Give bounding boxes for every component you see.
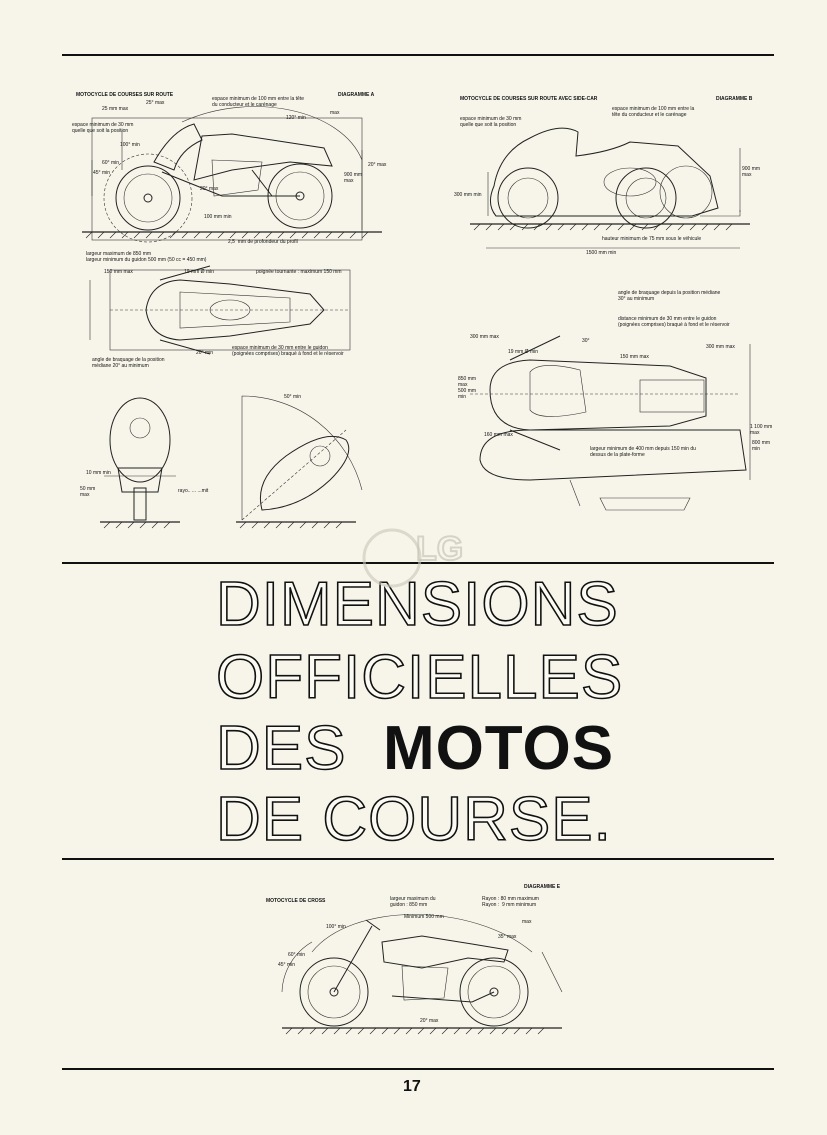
title-line-2: OFFICIELLES (215, 643, 624, 712)
middle-rule-1 (62, 562, 774, 564)
diagram-e-id: DIAGRAMME E (524, 884, 561, 890)
label: 20° max (420, 1018, 439, 1024)
label: espace minimum de 30 mm quelle que soit … (72, 122, 134, 134)
diagram-b-id: DIAGRAMME B (716, 96, 753, 102)
label: 50° min (284, 394, 302, 400)
label: espace minimum de 30 mm entre le guidon … (232, 345, 344, 357)
label: max (522, 919, 532, 925)
label: 800 mm min (752, 440, 771, 452)
page-number: 17 (403, 1078, 421, 1095)
diagram-a-front-view (100, 392, 180, 537)
middle-rule-2 (62, 858, 774, 860)
diagram-b-side-view (460, 112, 760, 257)
diagram-b-heading: MOTOCYCLE DE COURSES SUR ROUTE AVEC SIDE… (460, 96, 598, 102)
label: Minimum 500 mm (404, 914, 444, 920)
title-word-des: DES (215, 714, 347, 783)
label: espace minimum de 100 mm entre la tête d… (612, 106, 695, 118)
diagram-a-top-view (80, 262, 380, 357)
label: 300 mm max (470, 334, 499, 340)
title-line-3: DES MOTOS (215, 714, 615, 783)
watermark-text: LG (416, 530, 463, 568)
diagram-b-top-view (470, 330, 760, 525)
label: 150 mm max (104, 269, 133, 275)
label: 45° min (93, 170, 111, 176)
label: 20° max (368, 162, 387, 168)
bottom-rule (62, 1068, 774, 1070)
diagram-e-heading: MOTOCYCLE DE CROSS (266, 898, 326, 904)
label: 900 mm max (344, 172, 363, 184)
label: 10 mm min (86, 470, 111, 476)
top-rule (62, 54, 774, 56)
label: 1 100 mm max (750, 424, 773, 436)
label: 50 mm max (80, 486, 96, 498)
label: 900 mm max (742, 166, 761, 178)
label: largeur maximum de 850 mm largeur minimu… (86, 251, 207, 263)
label: 300 mm max (706, 344, 735, 350)
label: 100° min (326, 924, 346, 930)
label: 30° (582, 338, 590, 344)
label: distance minimum de 30 mm entre le guido… (618, 316, 730, 328)
label: 45° min (278, 962, 296, 968)
title-line-4: DE COURSE. (215, 785, 612, 854)
label: 35° max (498, 934, 517, 940)
diagram-a-heading: MOTOCYCLE DE COURSES SUR ROUTE (76, 92, 174, 98)
label: 150 mm max (620, 354, 649, 360)
title-line-1: DIMENSIONS (215, 570, 619, 639)
label: max (330, 110, 340, 116)
label: 1500 mm min (586, 250, 617, 256)
diagram-a-side-view (62, 100, 392, 255)
label: rayo.. ... ...mit (178, 488, 209, 494)
diagram-e-side-view (272, 912, 572, 1047)
diagram-a-id: DIAGRAMME A (338, 92, 375, 98)
label: largeur minimum de 400 mm depuis 150 min… (590, 446, 696, 458)
label: angle de braquage depuis la position méd… (618, 290, 721, 302)
label: 300 mm min (454, 192, 482, 198)
label: espace minimum de 30 mm quelle que soit … (460, 116, 522, 128)
label: angle de braquage de la position médiane… (92, 357, 165, 369)
label: 60° min (288, 952, 306, 958)
label: Rayon : 80 mm maximum Rayon : 9 mm minim… (482, 896, 539, 908)
label: 20° min (196, 350, 214, 356)
label: hauteur minimum de 75 mm sous le véhicul… (602, 236, 702, 242)
label: largeur maximum du guidon : 850 mm (390, 896, 436, 908)
diagram-a-lean-view (236, 390, 366, 535)
label: poignée tournante : maximum 150 mm (256, 269, 342, 275)
watermark-logo: LG (350, 520, 480, 595)
label: 850 mm max 500 mm min (458, 376, 477, 400)
label: 60° min (102, 160, 120, 166)
label: 100 mm min (204, 214, 232, 220)
label: 25° max (146, 100, 165, 106)
label: espace minimum de 100 mm entre la tête d… (212, 96, 304, 108)
title-word-motos: MOTOS (382, 714, 615, 783)
label: 100° min (120, 142, 140, 148)
label: 2,5 mm de profondeur du profil (228, 239, 298, 245)
label: 25 mm max (102, 106, 129, 112)
